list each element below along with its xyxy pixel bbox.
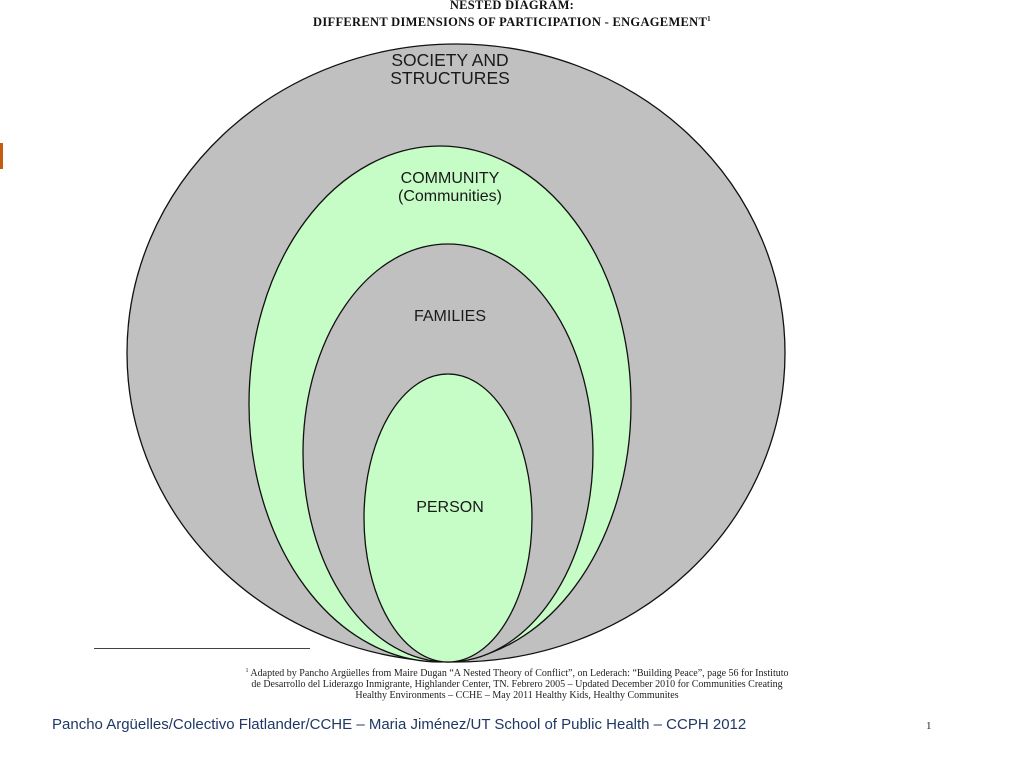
title-line-2: DIFFERENT DIMENSIONS OF PARTICIPATION - … [313, 15, 708, 29]
community-label: COMMUNITY (Communities) [330, 170, 570, 206]
footer-credit: Pancho Argüelles/Colectivo Flatlander/CC… [52, 716, 747, 733]
society-label-line-1: SOCIETY AND [391, 50, 509, 70]
society-label: SOCIETY AND STRUCTURES [330, 51, 570, 87]
footnote-line-2: de Desarrollo del Liderazgo Inmigrante, … [251, 679, 783, 690]
families-label: FAMILIES [413, 308, 487, 325]
title-footnote-marker: 1 [707, 15, 711, 23]
footnote-divider [94, 648, 310, 649]
diagram-title: NESTED DIAGRAM: DIFFERENT DIMENSIONS OF … [0, 0, 1024, 29]
community-label-line-2: (Communities) [397, 188, 502, 205]
society-label-line-2: STRUCTURES [390, 68, 510, 88]
community-label-line-1: COMMUNITY [400, 170, 500, 187]
person-label: PERSON [416, 499, 484, 516]
person-ellipse [363, 373, 533, 663]
footnote-marker: 1 [245, 668, 249, 674]
title-line-1: NESTED DIAGRAM: [449, 0, 575, 12]
slide-accent-bar [0, 143, 3, 169]
footnote-line-3: Healthy Environments – CCHE – May 2011 H… [355, 690, 679, 701]
page-number: 1 [926, 720, 932, 732]
footnote-line-1: Adapted by Pancho Argüelles from Maire D… [250, 668, 789, 679]
footnote: 1 Adapted by Pancho Argüelles from Maire… [92, 666, 942, 701]
